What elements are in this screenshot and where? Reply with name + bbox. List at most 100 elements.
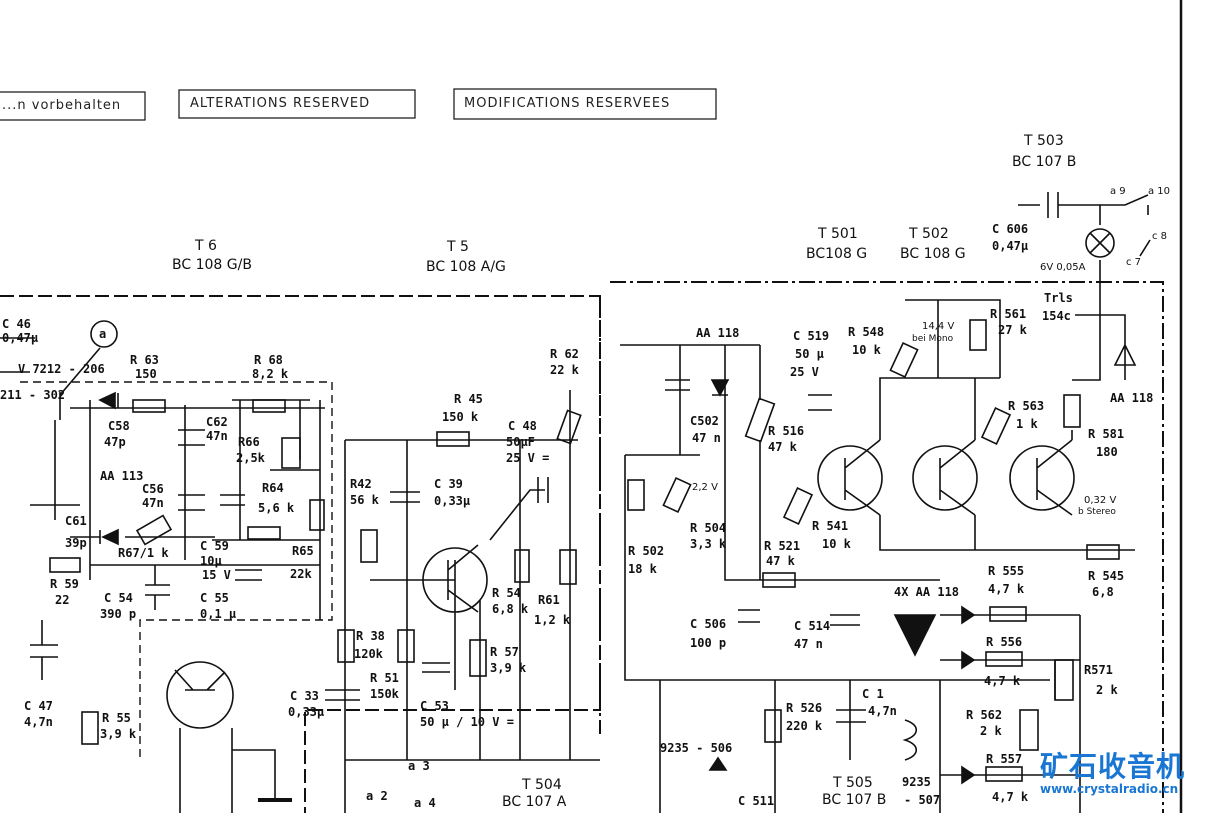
label-c54: C 54 [104, 591, 133, 605]
t502-ref: T 502 [909, 226, 949, 242]
label-c55: C 55 [200, 591, 229, 605]
label-c48: C 48 [508, 419, 537, 433]
label-c62v: 47n [206, 429, 228, 443]
label-r68v: 8,2 k [252, 367, 289, 381]
label-r502v: 18 k [628, 562, 657, 576]
label-trls: Trls [1044, 291, 1073, 305]
label-c59: C 59 [200, 539, 229, 553]
label-c7: c 7 [1126, 257, 1142, 268]
label-r561v: 27 k [998, 323, 1027, 337]
label-r556v: 4,7 k [984, 674, 1021, 688]
label-c61: C61 [65, 514, 87, 528]
watermark: 矿石收音机 www.crystalradio.cn [1040, 750, 1209, 797]
t504-type: BC 107 A [502, 794, 567, 810]
label-r563v: 1 k [1016, 417, 1038, 431]
label-r526v: 220 k [786, 719, 823, 733]
label-c59v: 10µ [200, 554, 222, 568]
label-r62: R 62 [550, 347, 579, 361]
label-r51: R 51 [370, 671, 399, 685]
label-r516: R 516 [768, 424, 805, 438]
label-r581: R 581 [1088, 427, 1125, 441]
label-r557v: 4,7 k [992, 790, 1029, 804]
label-r541: R 541 [812, 519, 849, 533]
label-a2: a 2 [366, 789, 388, 803]
label-r65v: 22k [290, 567, 312, 581]
label-r555: R 555 [988, 564, 1025, 578]
watermark-url: www.crystalradio.cn [1040, 782, 1179, 796]
label-a10: a 10 [1148, 186, 1171, 197]
label-r59: R 59 [50, 577, 79, 591]
label-v7212: V 7212 - 206 [18, 362, 105, 376]
watermark-title: 矿石收音机 [1040, 750, 1186, 783]
label-bei-mono: bei Mono [912, 334, 954, 344]
label-a4: a 4 [414, 796, 436, 810]
t6-type: BC 108 G/B [172, 257, 252, 273]
label-r57v: 3,9 k [490, 661, 527, 675]
label-aa113: AA 113 [100, 469, 144, 483]
label-r556: R 556 [986, 635, 1023, 649]
label-r541v: 10 k [822, 537, 851, 551]
label-v22: 2,2 V [692, 482, 718, 493]
label-c39v: 0,33µ [434, 494, 471, 508]
t6-ref: T 6 [195, 238, 217, 254]
label-lamp: 6V 0,05A [1040, 262, 1086, 273]
label-c519: C 519 [793, 329, 830, 343]
t5-ref: T 5 [447, 239, 469, 255]
t503-type: BC 107 B [1012, 154, 1077, 170]
label-r61: R61 [538, 593, 560, 607]
label-r54v: 6,8 k [492, 602, 529, 616]
label-c53: C 53 [420, 699, 449, 713]
label-v032: 0,32 V [1084, 495, 1117, 506]
label-c55v: 0,1 µ [200, 607, 237, 621]
label-r55: R 55 [102, 711, 131, 725]
label-c511: C 511 [738, 794, 775, 808]
label-c56v: 47n [142, 496, 164, 510]
label-c59u: 15 V [202, 568, 231, 582]
notice-french: MODIFICATIONS RESERVEES [464, 96, 671, 111]
notice-german: ...n vorbehalten [2, 98, 122, 113]
label-c519v: 50 µ [795, 347, 824, 361]
label-c1: C 1 [862, 687, 884, 701]
label-c53v: 50 µ / 10 V = [420, 715, 514, 729]
label-r571: R571 [1084, 663, 1113, 677]
label-r54: R 54 [492, 586, 521, 600]
label-coil1: 9235 - 506 [660, 741, 733, 755]
label-r571v: 2 k [1096, 683, 1118, 697]
label-c48u: 25 V = [506, 451, 550, 465]
label-trlsv: 154c [1042, 309, 1071, 323]
label-aa118b: AA 118 [1110, 391, 1154, 405]
label-r563: R 563 [1008, 399, 1045, 413]
label-mark-a: a [99, 327, 107, 341]
t5-type: BC 108 A/G [426, 259, 506, 275]
label-r545v: 6,8 [1092, 585, 1114, 599]
label-c56: C56 [142, 482, 164, 496]
label-c54v: 390 p [100, 607, 137, 621]
label-a9: a 9 [1110, 186, 1126, 197]
label-r38v: 120k [354, 647, 383, 661]
t505-type: BC 107 B [822, 792, 887, 808]
label-coil2b: - 507 [904, 793, 941, 807]
label-r59v: 22 [55, 593, 70, 607]
label-r562: R 562 [966, 708, 1003, 722]
label-c61v: 39p [65, 536, 87, 550]
label-r42v: 56 k [350, 493, 379, 507]
label-r562v: 2 k [980, 724, 1002, 738]
label-c47: C 47 [24, 699, 53, 713]
label-aa118x4: 4X AA 118 [894, 585, 960, 599]
label-r555v: 4,7 k [988, 582, 1025, 596]
t502-type: BC 108 G [900, 246, 966, 262]
label-c506v: 100 p [690, 636, 727, 650]
label-c47v: 4,7n [24, 715, 53, 729]
label-r521: R 521 [764, 539, 801, 553]
label-c33: C 33 [290, 689, 319, 703]
label-r63: R 63 [130, 353, 159, 367]
label-211: 211 - 302 [0, 388, 66, 402]
label-c46: C 46 [2, 317, 31, 331]
label-r526: R 526 [786, 701, 823, 715]
label-r57: R 57 [490, 645, 519, 659]
label-c502: C502 [690, 414, 719, 428]
label-r67: R67/1 k [118, 546, 169, 560]
label-r504v: 3,3 k [690, 537, 727, 551]
label-c39: C 39 [434, 477, 463, 491]
label-aa118a: AA 118 [696, 326, 740, 340]
